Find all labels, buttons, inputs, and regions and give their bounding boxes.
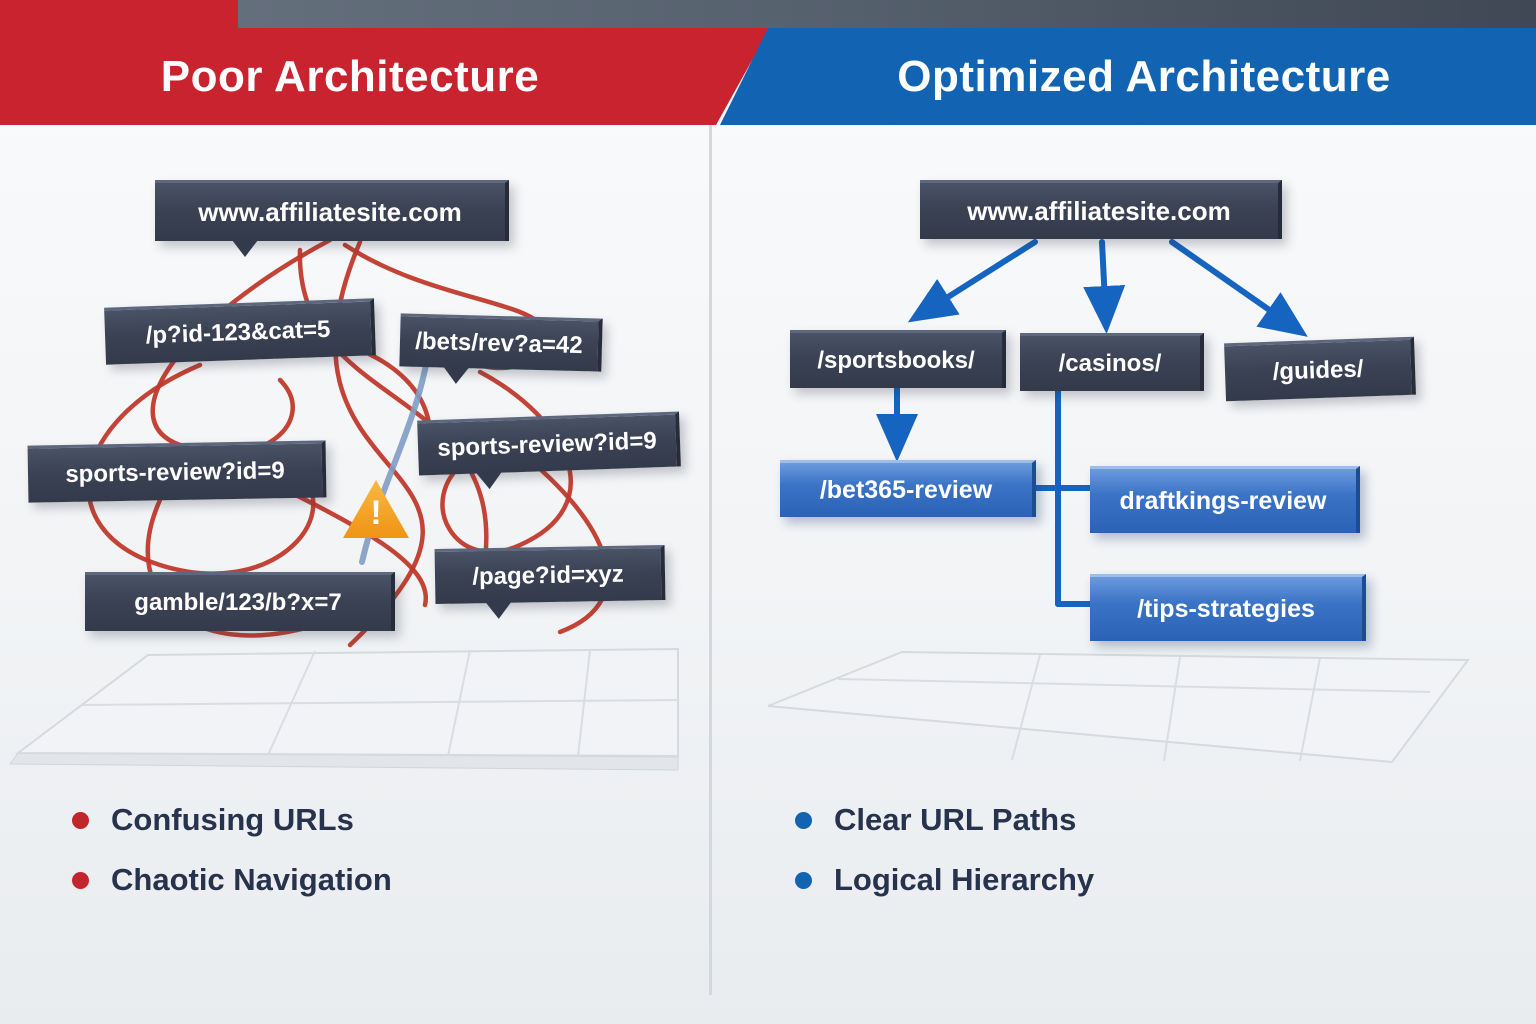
right-platform — [767, 650, 1470, 764]
optimized-bullet-1: Clear URL Paths — [795, 802, 1076, 838]
right-root-domain-node: www.affiliatesite.com — [920, 180, 1282, 239]
page-node-draftkings-review: draftkings-review — [1090, 466, 1360, 533]
panel-divider — [709, 125, 712, 995]
poor-bullet-2: Chaotic Navigation — [72, 862, 392, 898]
red-bullet-icon — [72, 871, 89, 889]
red-bullet-icon — [72, 811, 89, 829]
page-node-bet365-review: /bet365-review — [780, 460, 1036, 517]
optimized-bullet-2-label: Logical Hierarchy — [834, 862, 1095, 897]
category-node-sportsbooks: /sportsbooks/ — [790, 330, 1006, 388]
blue-bullet-icon — [795, 871, 812, 889]
optimized-bullet-2: Logical Hierarchy — [795, 862, 1094, 898]
url-node-messy-5: gamble/123/b?x=7 — [85, 572, 395, 631]
warning-exclamation: ! — [370, 494, 382, 532]
optimized-architecture-title: Optimized Architecture — [897, 51, 1391, 101]
url-node-messy-2: /bets/rev?a=42 — [399, 313, 603, 372]
poor-architecture-title: Poor Architecture — [160, 51, 540, 101]
url-node-messy-3: sports-review?id=9 — [27, 440, 327, 503]
optimized-bullet-1-label: Clear URL Paths — [834, 802, 1077, 837]
poor-bullet-1: Confusing URLs — [72, 802, 354, 838]
category-node-guides: /guides/ — [1224, 336, 1416, 402]
hierarchy-connectors — [876, 239, 1308, 607]
page-node-tips-strategies: /tips-strategies — [1090, 574, 1366, 641]
url-node-messy-1: /p?id-123&cat=5 — [104, 298, 376, 365]
top-strip-red-segment — [0, 0, 238, 28]
poor-architecture-header: Poor Architecture — [0, 28, 770, 125]
left-platform-edge — [9, 752, 679, 771]
url-node-messy-4: sports-review?id=9 — [417, 411, 681, 476]
left-root-domain-node: www.affiliatesite.com — [155, 180, 509, 257]
blue-bullet-icon — [795, 811, 812, 829]
url-node-messy-6: /page?id=xyz — [434, 544, 666, 605]
category-node-casinos: /casinos/ — [1020, 333, 1204, 391]
left-platform — [15, 647, 679, 758]
poor-bullet-1-label: Confusing URLs — [111, 802, 354, 837]
warning-triangle-icon: ! — [343, 480, 409, 538]
optimized-architecture-header: Optimized Architecture — [720, 28, 1536, 125]
top-strip — [0, 0, 1536, 28]
poor-bullet-2-label: Chaotic Navigation — [111, 862, 392, 897]
